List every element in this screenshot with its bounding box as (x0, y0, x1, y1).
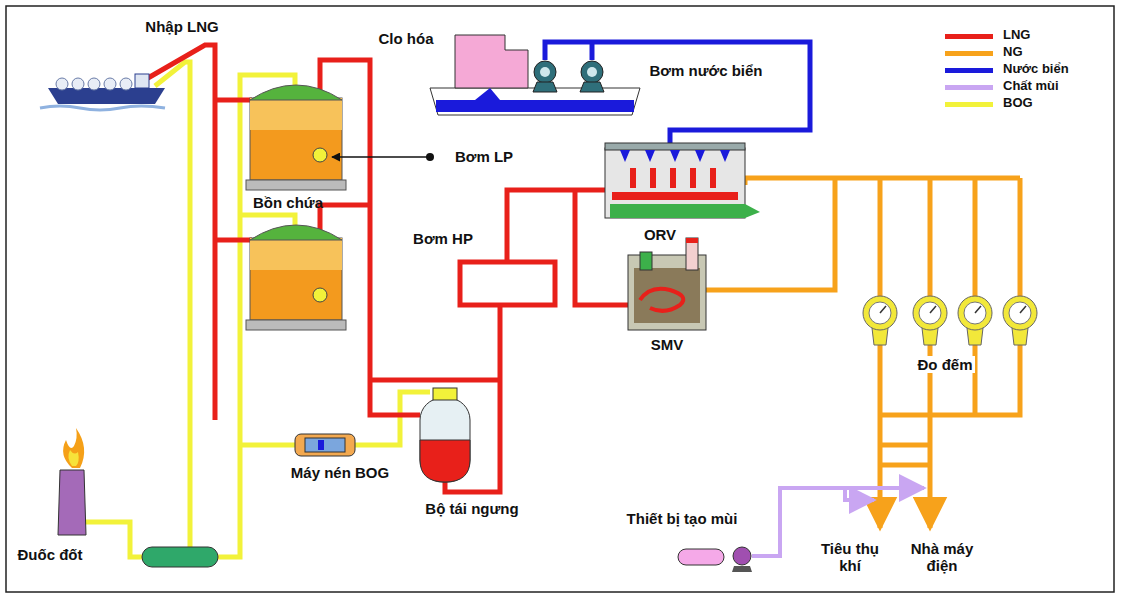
part-label: ORV (644, 226, 676, 243)
seawater-intake (430, 35, 640, 115)
legend-swatch (945, 34, 993, 39)
legend-swatch (945, 85, 993, 90)
frame (6, 6, 1114, 592)
legend-text: BOG (1003, 96, 1033, 110)
knock-out-drum (142, 547, 218, 567)
part-label: Bồn chứa (253, 194, 323, 211)
part-label: Nhập LNG (145, 18, 218, 35)
lng-pipes (148, 45, 665, 492)
lp-pump-leader (332, 153, 434, 161)
orv-vaporizer (605, 143, 760, 218)
legend-text: Chất mùi (1003, 79, 1059, 93)
gas-meters (863, 296, 1037, 345)
part-label: Nhà máy điện (903, 540, 981, 575)
part-label: Thiết bị tạo mùi (627, 510, 738, 527)
part-label: Tiêu thụ khí (811, 540, 889, 575)
bog-pipes (85, 62, 430, 557)
legend-swatch (945, 51, 993, 56)
smv-vaporizer (628, 238, 706, 330)
ng-pipes (690, 178, 1020, 528)
lng-ship (40, 74, 165, 110)
part-label: Bơm nước biển (649, 62, 762, 79)
recondenser (420, 388, 470, 482)
storage-tanks (246, 85, 346, 330)
part-label: Bộ tái ngưng (425, 500, 518, 517)
legend-text: LNG (1003, 28, 1030, 42)
bog-compressor (295, 434, 355, 456)
legend-swatch (945, 68, 993, 73)
odorant-unit (678, 547, 752, 572)
part-label: Đuốc đốt (18, 546, 83, 563)
part-label: Đo đếm (915, 356, 974, 373)
legend-swatch (945, 102, 993, 107)
legend-text: NG (1003, 45, 1023, 59)
flare-stack (58, 428, 86, 535)
part-label: Máy nén BOG (291, 464, 389, 481)
legend-text: Nước biển (1003, 62, 1069, 76)
part-label: Bơm HP (413, 230, 473, 247)
part-label: Clo hóa (379, 30, 434, 47)
part-label: Bơm LP (455, 148, 513, 165)
part-label: SMV (651, 336, 684, 353)
